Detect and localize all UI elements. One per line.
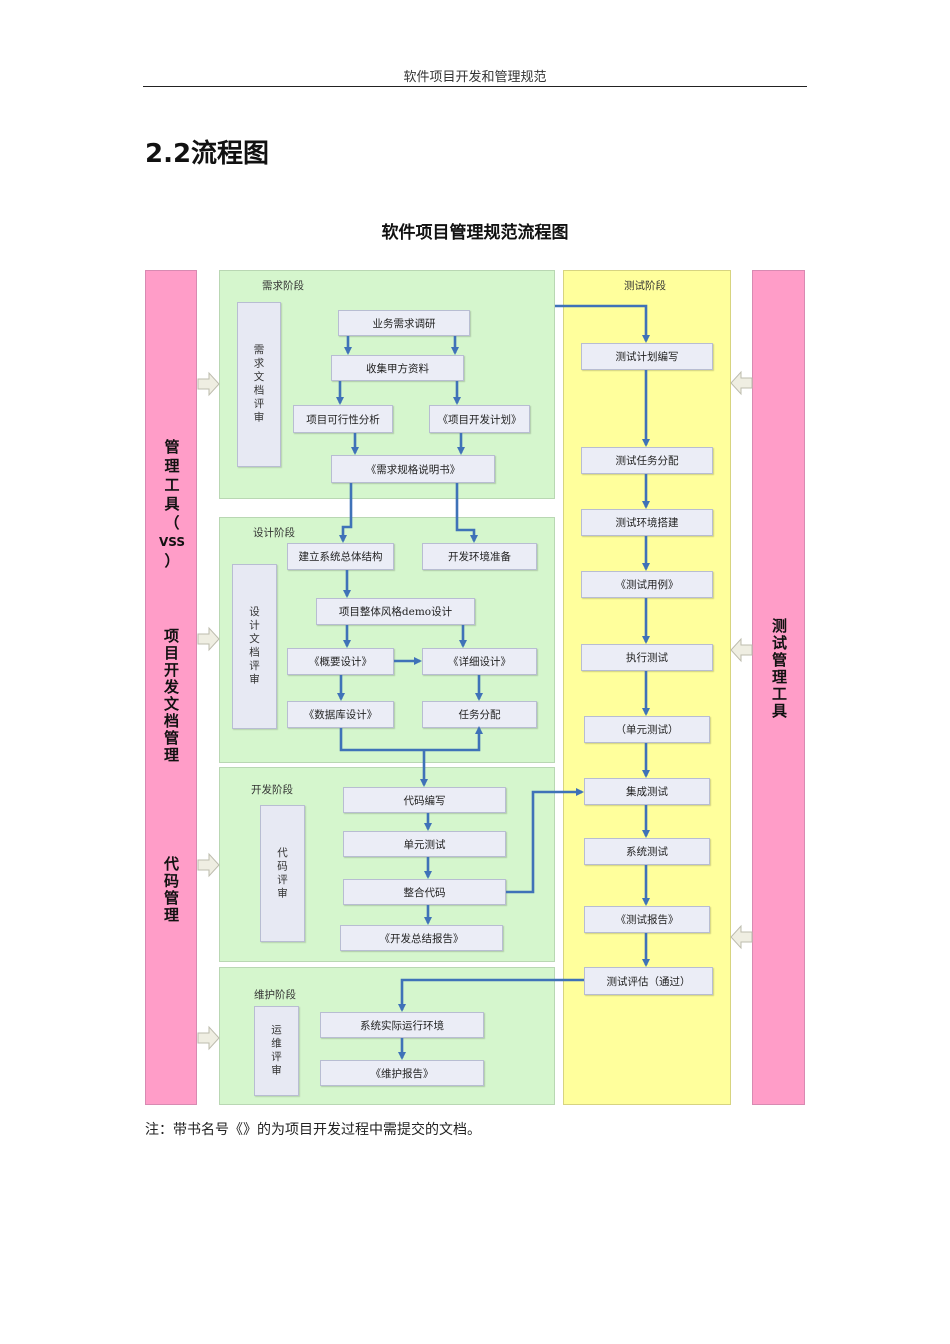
header-rule: [143, 86, 807, 87]
side-arrow: [197, 1025, 220, 1051]
node-outline-design-doc: 《概要设计》: [287, 648, 394, 675]
node-requirements-spec-doc: 《需求规格说明书》: [331, 455, 495, 483]
arrow: [455, 483, 478, 543]
maintenance-stage-label: 维护阶段: [254, 989, 296, 1001]
node-feasibility-analysis: 项目可行性分析: [293, 405, 393, 433]
node-test-plan: 测试计划编写: [581, 343, 713, 370]
node-style-demo-design: 项目整体风格demo设计: [316, 598, 475, 625]
node-dev-plan-doc: 《项目开发计划》: [429, 405, 530, 433]
node-code-writing: 代码编写: [343, 787, 506, 813]
node-test-task-assignment: 测试任务分配: [581, 447, 713, 474]
node-test-evaluation: 测试评估（通过）: [584, 967, 713, 995]
design-review-box: 设计文档评审: [232, 564, 277, 729]
testing-stage-label: 测试阶段: [624, 280, 666, 292]
node-code-integration: 整合代码: [343, 879, 506, 905]
node-system-test: 系统测试: [584, 838, 710, 865]
side-arrow: [197, 371, 220, 397]
node-maintenance-report: 《维护报告》: [320, 1060, 484, 1086]
side-arrow: [197, 626, 220, 652]
page-header: 软件项目开发和管理规范: [403, 70, 547, 85]
node-dev-summary-report: 《开发总结报告》: [340, 925, 503, 951]
node-task-assignment: 任务分配: [422, 701, 537, 728]
side-arrow: [197, 852, 220, 878]
arrow: [339, 483, 353, 543]
node-unit-test: 单元测试: [343, 831, 506, 857]
side-arrow: [730, 924, 753, 950]
node-test-cases-doc: 《测试用例》: [581, 571, 713, 598]
side-arrow: [730, 637, 753, 663]
arrow: [398, 978, 584, 1012]
node-collect-client-materials: 收集甲方资料: [331, 355, 464, 381]
node-detailed-design-doc: 《详细设计》: [422, 648, 537, 675]
node-test-environment: 测试环境搭建: [581, 509, 713, 536]
requirements-stage-label: 需求阶段: [262, 280, 304, 292]
design-stage-label: 设计阶段: [253, 527, 295, 539]
node-database-design-doc: 《数据库设计》: [287, 701, 394, 728]
footnote: 注：带书名号《》的为项目开发过程中需提交的文档。: [145, 1122, 481, 1138]
node-integration-test: 集成测试: [584, 778, 710, 805]
requirements-review-box: 需求文档评审: [237, 302, 281, 467]
right-test-tools-bar: [752, 270, 805, 1105]
arrow: [506, 788, 584, 894]
ops-review-box: 运维评审: [254, 1006, 299, 1096]
section-title: 2.2流程图: [145, 139, 270, 169]
node-execute-tests: 执行测试: [581, 644, 713, 671]
arrow: [339, 726, 483, 752]
left-tools-bar: [145, 270, 197, 1105]
arrow: [555, 304, 650, 343]
node-business-research: 业务需求调研: [338, 310, 470, 336]
left-label-code-management: 代码管理: [162, 856, 180, 924]
node-unit-testing-phase: （单元测试）: [584, 716, 710, 743]
right-label-test-tools: 测试管理工具: [770, 618, 788, 720]
development-stage-label: 开发阶段: [251, 784, 293, 796]
left-label-doc-management: 项目开发文档管理: [162, 628, 180, 764]
node-production-environment: 系统实际运行环境: [320, 1012, 484, 1038]
side-arrow: [730, 370, 753, 396]
left-label-tools: 管 理 工 具 （ VSS ）: [158, 438, 186, 570]
code-review-box: 代码评审: [260, 805, 305, 942]
node-test-report-doc: 《测试报告》: [584, 906, 710, 933]
node-dev-environment-prep: 开发环境准备: [422, 543, 537, 570]
node-system-architecture: 建立系统总体结构: [287, 543, 394, 570]
diagram-title: 软件项目管理规范流程图: [381, 223, 569, 243]
